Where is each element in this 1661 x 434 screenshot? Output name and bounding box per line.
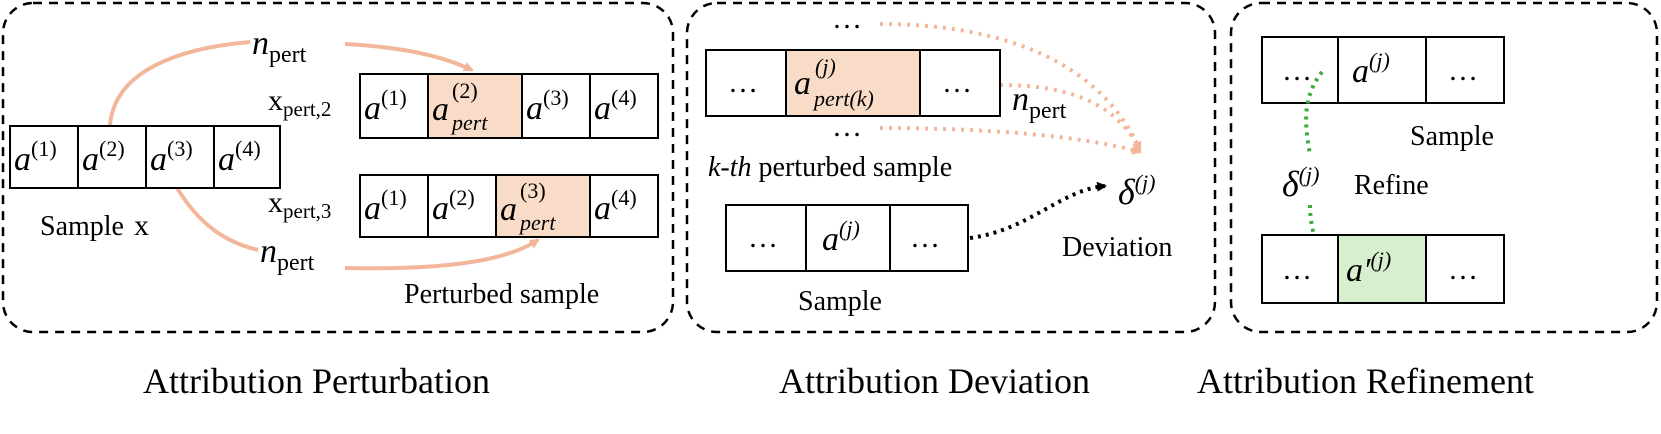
deviation-black-arrow: [969, 181, 1107, 240]
sample-x-cell-2-text: a(2): [82, 136, 125, 178]
perturb-arrow-top: [108, 40, 251, 126]
refine-sample-cell-right-text: …: [1448, 54, 1478, 87]
x-pert-3-cell-3: [495, 174, 591, 238]
refined-cell-left-text: …: [1282, 253, 1312, 286]
kth-perturbed-row: … a (j) pert(k) …: [705, 49, 1001, 117]
refine-sample-cell-right: [1425, 36, 1505, 104]
kth-cell-pert-sub: pert(k): [812, 86, 874, 111]
x-pert-2-cell-4-text: a(4): [594, 85, 637, 127]
caption-perturbation: Attribution Perturbation: [143, 361, 490, 401]
sample-x-cell-1-text: a(1): [14, 136, 57, 178]
refined-cell-right-text: …: [1448, 253, 1478, 286]
n-pert-bottom-label: npert: [260, 233, 315, 276]
deviation-sample-cell-right-text: …: [910, 221, 940, 254]
kth-cell-right: [919, 49, 1001, 117]
n-pert-top-label: npert: [252, 25, 307, 68]
x-pert-3-cell-3-sup: (3): [520, 178, 546, 203]
sample-x-cell-4: [213, 125, 281, 189]
sample-x-cell-4-text: a(4): [218, 136, 261, 178]
deviation-n-pert-label: npert: [1012, 81, 1067, 124]
kth-cell-left-text: …: [728, 66, 758, 99]
perturbed-sample-label: Perturbed sample: [404, 279, 599, 310]
sample-x-cell-1: [9, 125, 79, 189]
refine-delta: δ(j): [1282, 162, 1320, 204]
deviation-delta: δ(j): [1118, 170, 1156, 212]
x-pert-2-cell-2-sub: pert: [450, 110, 488, 135]
kth-cell-right-text: …: [942, 66, 972, 99]
refine-sample-label: Sample: [1410, 121, 1494, 152]
deviation-sample-cell-mid: [805, 204, 891, 272]
refine-sample-cell-mid-text: a(j): [1352, 48, 1390, 90]
x-pert-3-cell-1: [359, 174, 429, 238]
caption-deviation: Attribution Deviation: [779, 361, 1090, 401]
x-pert-3-cell-4: [589, 174, 659, 238]
x-pert-3-cell-2: [427, 174, 497, 238]
refined-sample-row: … a′(j) …: [1261, 234, 1505, 304]
refine-green-arrow-top: [1304, 70, 1324, 156]
kth-cell-pert-sup: (j): [815, 54, 836, 79]
x-pert-3-cell-3-sub: pert: [518, 210, 556, 235]
x-pert-3-cell-1-text: a(1): [364, 185, 407, 227]
panel-deviation-border: [685, 1, 1217, 334]
sample-x-cell-3-text: a(3): [150, 136, 193, 178]
caption-refinement: Attribution Refinement: [1197, 361, 1534, 401]
perturb-arrow-bottom: [175, 186, 259, 252]
refined-cell-mid-text: a′(j): [1346, 247, 1391, 289]
deviation-sample-cell-left-text: …: [748, 221, 778, 254]
x-pert-3-label: xpert,3: [268, 186, 331, 223]
x-pert-2-cell-1-text: a(1): [364, 85, 407, 127]
deviation-sample-cell-mid-text: a(j): [822, 216, 860, 258]
x-pert-2-label: xpert,2: [268, 84, 331, 121]
x-pert-2-cell-4: [589, 73, 659, 139]
refined-cell-left: [1261, 234, 1339, 304]
deviation-sample-label: Sample: [798, 286, 882, 317]
panel-refinement-border: [1229, 1, 1659, 334]
deviation-dots-top: …: [832, 2, 862, 35]
x-pert-3-cell-3-text: a: [500, 191, 517, 228]
deviation-sample-row: … a(j) …: [725, 204, 969, 272]
deviation-label: Deviation: [1062, 232, 1172, 263]
deviation-arrow-top: [879, 22, 1142, 152]
x-pert-3-row: a(1) a(2) a (3) pert a(4): [359, 174, 659, 238]
kth-perturbed-sample-label: k-th perturbed sample: [708, 152, 952, 183]
deviation-arrow-bottom: [879, 126, 1142, 155]
x-pert-2-row: a(1) a (2) pert a(3) a(4): [359, 73, 659, 139]
x-pert-2-cell-2-text: a: [432, 91, 449, 128]
sample-x-row: a(1) a(2) a(3) a(4): [9, 125, 281, 189]
sample-x-cell-3: [145, 125, 215, 189]
kth-cell-left: [705, 49, 787, 117]
x-pert-2-cell-1: [359, 73, 429, 139]
refine-sample-cell-left-text: …: [1282, 54, 1312, 87]
x-pert-2-cell-2: [427, 73, 523, 139]
panel-perturbation-border: [1, 1, 675, 334]
refine-label: Refine: [1354, 170, 1429, 201]
deviation-sample-cell-left: [725, 204, 807, 272]
deviation-sample-cell-right: [889, 204, 969, 272]
perturb-arrow-bottom-head: [344, 238, 540, 271]
x-pert-3-cell-2-text: a(2): [432, 185, 475, 227]
kth-cell-pert-base: a: [794, 65, 811, 102]
x-pert-2-cell-2-sup: (2): [452, 78, 478, 103]
refine-sample-row: … a(j) …: [1261, 36, 1505, 104]
x-pert-3-cell-4-text: a(4): [594, 185, 637, 227]
refined-cell-right: [1425, 234, 1505, 304]
kth-cell-pert: [785, 49, 921, 117]
perturb-arrow-top-head: [344, 42, 474, 72]
x-pert-2-cell-3-text: a(3): [526, 85, 569, 127]
